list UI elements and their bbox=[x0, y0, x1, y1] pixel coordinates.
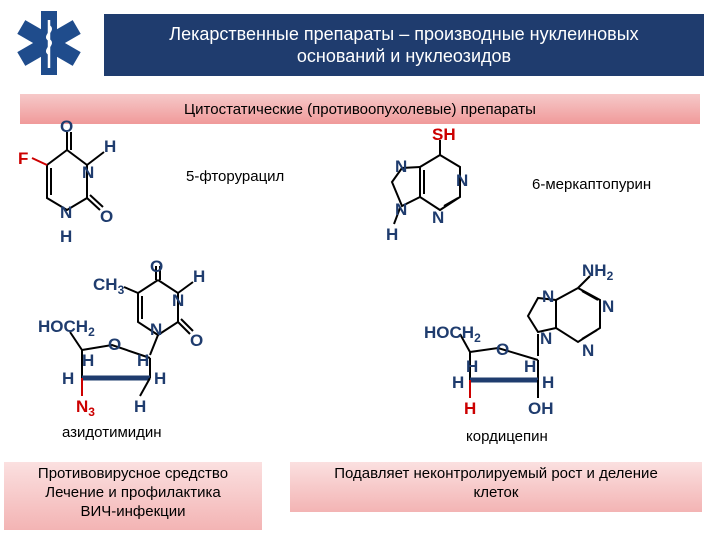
atom-n: N bbox=[582, 341, 594, 360]
atom-n: N bbox=[456, 171, 468, 190]
note-antiviral: Противовирусное средство Лечение и профи… bbox=[4, 462, 262, 530]
atom-sh: SH bbox=[432, 125, 456, 144]
atom-h: H bbox=[193, 267, 205, 286]
atom-ch3: CH3 bbox=[93, 275, 125, 297]
atom-n: N bbox=[172, 291, 184, 310]
atom-h: H bbox=[60, 227, 72, 246]
atom-h: H bbox=[466, 357, 478, 376]
atom-n: N bbox=[540, 329, 552, 348]
atom-h: H bbox=[524, 357, 536, 376]
atom-n: N bbox=[602, 297, 614, 316]
atom-h: H bbox=[82, 351, 94, 370]
atom-o: O bbox=[108, 335, 121, 354]
atom-n: N bbox=[395, 200, 407, 219]
atom-o: O bbox=[60, 117, 73, 136]
star-of-life-logo bbox=[17, 11, 81, 75]
title-line-2: оснований и нуклеозидов bbox=[296, 46, 512, 66]
atom-oh: OH bbox=[528, 399, 554, 418]
atom-h: H bbox=[62, 369, 74, 388]
atom-hoch2: HOCH2 bbox=[38, 317, 95, 339]
atom-nh2: NH2 bbox=[582, 261, 614, 283]
atom-n: N bbox=[150, 320, 162, 339]
atom-h: H bbox=[386, 225, 398, 244]
atom-n: N bbox=[395, 157, 407, 176]
atom-n: N bbox=[432, 208, 444, 227]
atom-n3: N3 bbox=[76, 397, 95, 419]
note-antiviral-line-3: ВИЧ-инфекции bbox=[80, 503, 186, 520]
atom-n: N bbox=[542, 287, 554, 306]
atom-hoch2: HOCH2 bbox=[424, 323, 481, 345]
atom-h: H bbox=[542, 373, 554, 392]
label-5-fluorouracil: 5-фторурацил bbox=[186, 168, 285, 185]
atom-h: H bbox=[154, 369, 166, 388]
title-line-1: Лекарственные препараты – производные ну… bbox=[169, 24, 639, 44]
structure-azidothymidine: O H N O N CH3 HOCH2 O H H H H N3 H bbox=[38, 257, 205, 419]
atom-o: O bbox=[190, 331, 203, 350]
label-cordycepin: кордицепин bbox=[466, 428, 548, 445]
atom-f: F bbox=[18, 149, 28, 168]
atom-o: O bbox=[496, 340, 509, 359]
note-cytostatic: Подавляет неконтролируемый рост и делени… bbox=[290, 462, 702, 512]
structure-cordycepin: NH2 N N N N HOCH2 O H H H H H OH bbox=[424, 261, 614, 418]
atom-n: N bbox=[82, 163, 94, 182]
atom-o: O bbox=[100, 207, 113, 226]
note-cytostatic-line-2: клеток bbox=[473, 484, 519, 501]
atom-h: H bbox=[137, 351, 149, 370]
note-antiviral-line-1: Противовирусное средство bbox=[37, 465, 229, 482]
atom-n: N bbox=[60, 203, 72, 222]
structure-6-mercaptopurine: SH N N N N H bbox=[386, 125, 468, 244]
atom-h: H bbox=[104, 137, 116, 156]
note-antiviral-line-2: Лечение и профилактика bbox=[45, 484, 221, 501]
atom-h: H bbox=[464, 399, 476, 418]
atom-o: O bbox=[150, 257, 163, 276]
slide-title: Лекарственные препараты – производные ну… bbox=[104, 14, 704, 76]
atom-h: H bbox=[452, 373, 464, 392]
note-cytostatic-line-1: Подавляет неконтролируемый рост и делени… bbox=[334, 465, 658, 482]
structure-5-fluorouracil: O H N O N H F bbox=[18, 117, 116, 246]
atom-h: H bbox=[134, 397, 146, 416]
label-azidothymidine: азидотимидин bbox=[62, 424, 162, 441]
label-6-mercaptopurine: 6-меркаптопурин bbox=[532, 176, 652, 193]
section-subtitle: Цитостатические (противоопухолевые) преп… bbox=[20, 94, 700, 124]
